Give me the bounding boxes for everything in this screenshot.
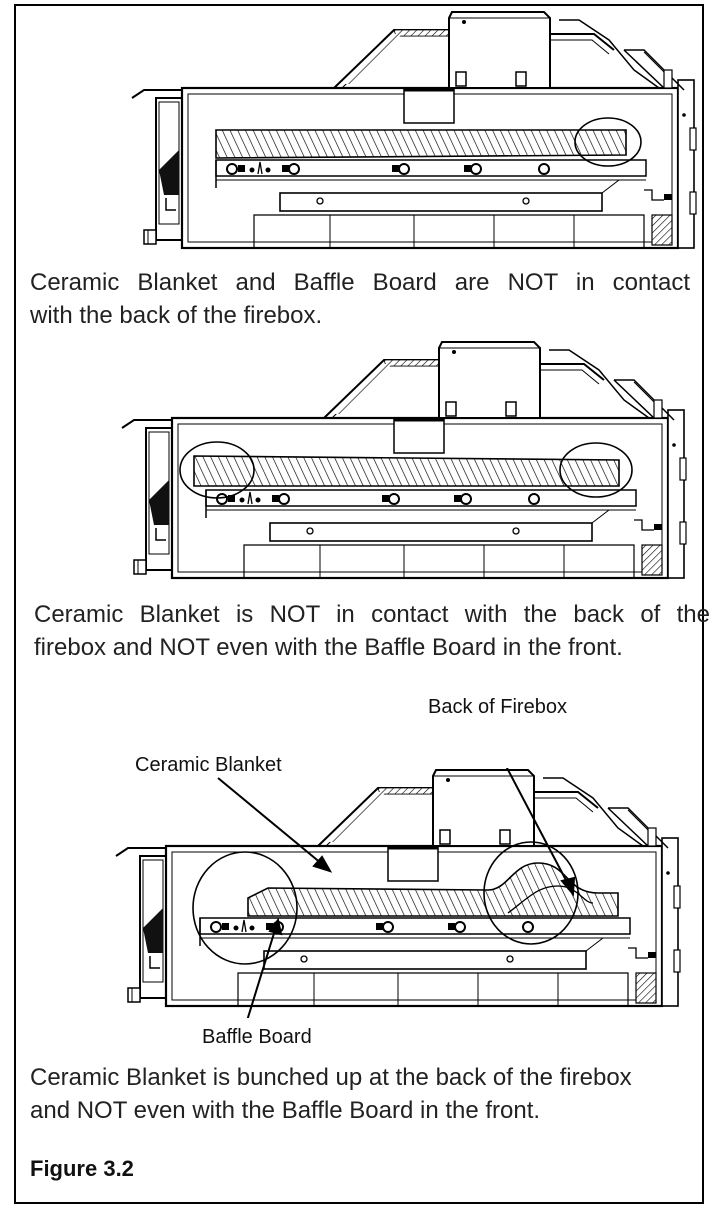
ceramic-blanket [193, 455, 620, 487]
ceramic-blanket [215, 129, 627, 159]
stove-diagram-panel-1 [130, 10, 698, 250]
figure-label: Figure 3.2 [30, 1156, 134, 1181]
panel-3-caption-line-1: Ceramic Blanket is bunched up at the bac… [30, 1064, 632, 1091]
callout-back-of-firebox: Back of Firebox [428, 696, 567, 718]
highlight-circle-rear [574, 117, 642, 167]
ceramic-blanket [247, 862, 619, 917]
panel-2-caption-line-2: firebox and NOT even with the Baffle Boa… [34, 634, 623, 661]
highlight-circle-front [192, 851, 298, 965]
panel-3-caption-line-2: and NOT even with the Baffle Board in th… [30, 1097, 541, 1124]
panel-2-caption-line-1: Ceramic Blanket is NOT in contact with t… [34, 601, 710, 628]
highlight-circle-front [179, 441, 255, 499]
leader-back-of-firebox [505, 768, 576, 897]
panel-1-caption-line-1: Ceramic Blanket and Baffle Board are NOT… [30, 269, 690, 296]
callout-ceramic-blanket: Ceramic Blanket [135, 754, 282, 776]
leader-baffle-board [246, 917, 283, 1018]
highlight-circle-rear [483, 841, 579, 945]
panel-1-caption-line-2: with the back of the firebox. [30, 302, 323, 329]
stove-diagram-panel-3 [114, 768, 682, 1018]
stove-diagram-panel-2 [120, 340, 688, 580]
highlight-circle-rear [559, 442, 633, 498]
callout-baffle-board: Baffle Board [202, 1026, 312, 1048]
leader-ceramic-blanket [217, 777, 333, 873]
